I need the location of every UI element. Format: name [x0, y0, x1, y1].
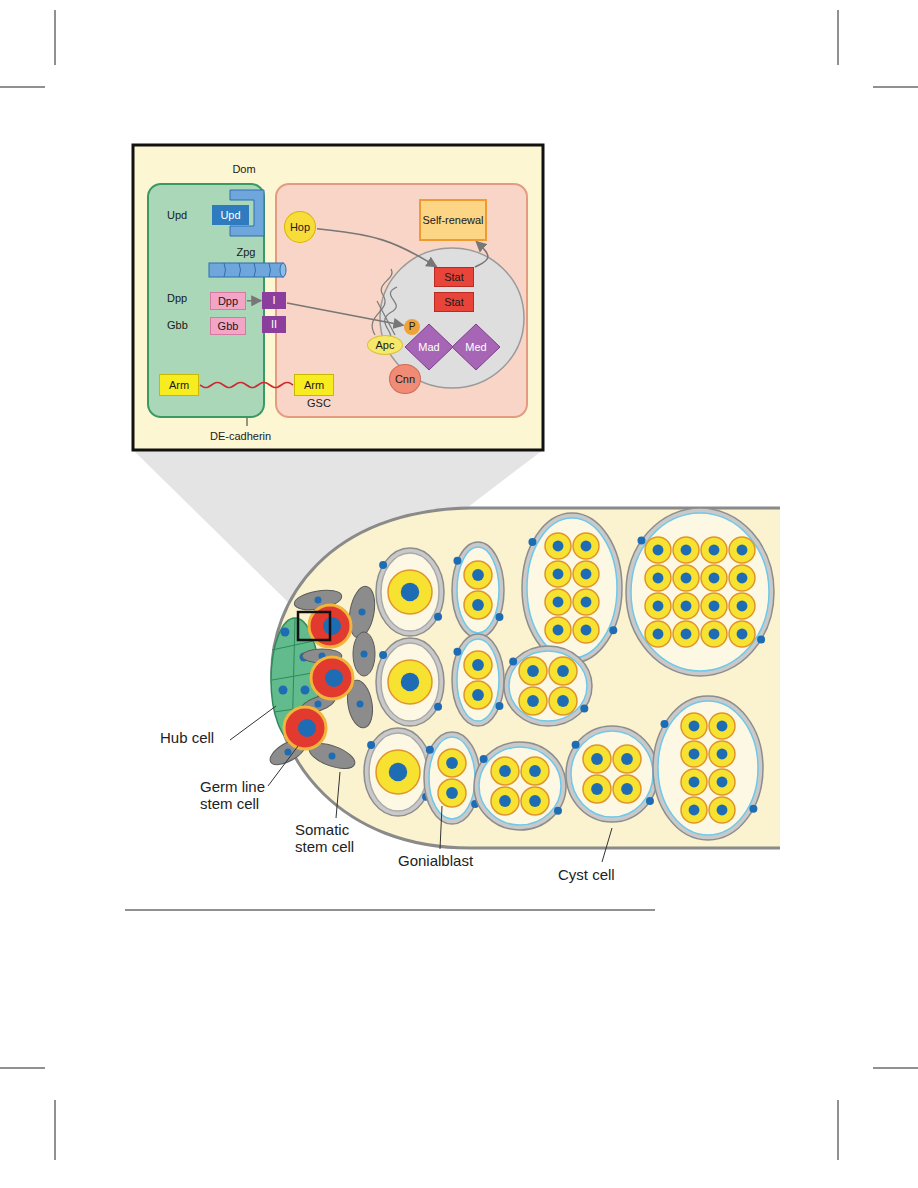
crop-mark	[55, 1100, 56, 1160]
node-text: Gbb	[167, 319, 188, 332]
ligand-box: Dpp	[210, 292, 246, 310]
hub-cell-label: Hub cell	[160, 729, 230, 746]
germline-stem-cells	[284, 605, 353, 749]
leader-line	[230, 706, 276, 740]
node-text: II	[271, 318, 277, 331]
leader-line	[440, 806, 442, 849]
node-text: Dpp	[218, 295, 238, 308]
node-text: Zpg	[237, 246, 256, 259]
leader-line	[268, 746, 298, 786]
somatic-stem-cells	[266, 584, 378, 773]
node-text: Mad	[418, 341, 439, 354]
testis-outline	[272, 508, 780, 848]
crop-mark	[838, 10, 839, 65]
node-text: Dpp	[167, 292, 187, 305]
gap-junction: Zpg	[205, 246, 287, 280]
crop-mark	[0, 87, 45, 88]
cell-label: Somatic stem cell	[295, 821, 375, 856]
node-text: Upd	[220, 209, 240, 222]
leader-line	[602, 828, 612, 862]
ligand-box: Gbb	[210, 317, 246, 335]
outcome-box: Self-renewal	[419, 199, 486, 241]
receptor: II	[262, 316, 286, 333]
inset-frame	[133, 145, 543, 450]
cell-label: Cyst cell	[558, 866, 648, 883]
germline-stem-cell: GSCHopSelf-renewalStatStatPMadMedApcCnnA…	[275, 183, 528, 418]
cell-label: Gonialblast	[398, 852, 498, 869]
node-text: Stat	[444, 296, 464, 309]
node-text: Arm	[304, 379, 324, 392]
node-text: Hop	[290, 221, 310, 234]
hub-cell: UpdDppGbbArm UpdDppGbb	[147, 183, 265, 418]
crop-mark	[838, 1100, 839, 1160]
cysts	[364, 508, 774, 840]
rule-line	[125, 910, 655, 911]
armadillo-box: Arm	[294, 374, 334, 396]
node-text: Arm	[169, 379, 189, 392]
node-text: Gbb	[218, 320, 239, 333]
receptor: Dom	[222, 163, 266, 239]
node-text: Self-renewal	[422, 214, 483, 227]
crop-mark	[873, 1068, 918, 1069]
factor-diamond: Med	[452, 324, 501, 370]
node-text: Cnn	[395, 373, 415, 386]
crop-mark	[0, 1068, 45, 1069]
leader-line	[336, 772, 340, 818]
node-text: Upd	[167, 209, 187, 222]
crop-mark	[55, 10, 56, 65]
crop-mark	[873, 87, 918, 88]
protein-circle: Cnn	[389, 364, 421, 394]
protein-ellipse: Apc	[367, 335, 403, 355]
zoom-square	[298, 612, 330, 640]
factor-box: Stat	[434, 292, 474, 312]
node-text: I	[272, 294, 275, 307]
receptor: I	[262, 292, 286, 309]
factor-box: Stat	[434, 267, 474, 287]
node-text: Stat	[444, 271, 464, 284]
ligand-box: Upd	[212, 205, 249, 225]
phosphate-circle: P	[404, 319, 420, 335]
cell-label: Germ line stem cell	[200, 778, 280, 813]
node-text: GSC	[307, 397, 331, 410]
node-text: Apc	[376, 339, 395, 352]
armadillo-box: Arm	[159, 374, 199, 396]
junction-label: DE-cadherin	[210, 430, 290, 443]
node-text: P	[409, 321, 416, 333]
node-text: Med	[465, 341, 486, 354]
kinase-circle: Hop	[284, 211, 316, 243]
node-text: Dom	[232, 163, 255, 176]
